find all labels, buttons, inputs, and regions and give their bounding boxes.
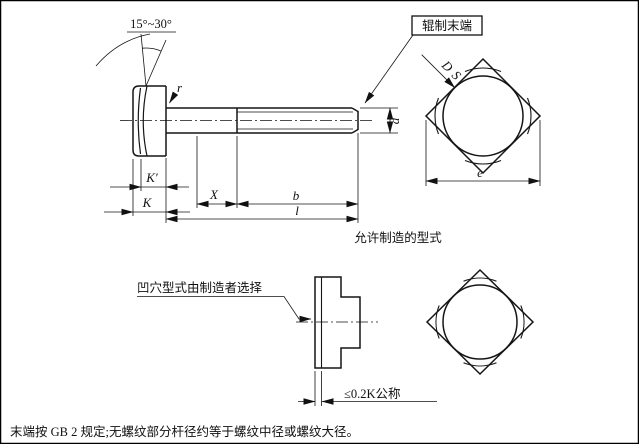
dim-label-l: l	[295, 203, 299, 218]
fillet-leader-line	[169, 91, 179, 104]
rolled-end-label: 辊制末端	[422, 19, 472, 33]
dim-label-x: X	[209, 187, 219, 202]
square-head-outline-top	[424, 57, 542, 175]
dim-label-b: b	[293, 188, 300, 203]
rolled-end-callout-box	[411, 15, 483, 36]
centerlines	[120, 120, 378, 323]
recess-leader-line	[137, 296, 312, 323]
fillet-radius-label: r	[177, 80, 183, 95]
dim-label-k: K	[142, 195, 153, 210]
dim-label-e: e	[477, 165, 483, 180]
recess-option-label: 凹穴型式由制造者选择	[137, 280, 263, 295]
square-end-view-top	[424, 57, 542, 175]
head-crown-curve-outer	[142, 85, 148, 157]
corner-chamfer-arcs-bottom	[435, 277, 525, 367]
allowed-form-caption: 允许制造的型式	[354, 230, 442, 245]
footer-note: 末端按 GB 2 规定;无螺纹部分杆径约等于螺纹中径或螺纹大径。	[10, 424, 359, 439]
dim-label-d: d	[387, 117, 402, 124]
ds-leader-line	[421, 54, 456, 89]
thread-minor-lines	[237, 111, 353, 130]
chamfer-circle-bottom	[442, 284, 518, 360]
chamfer-angle-construction	[95, 31, 176, 87]
bolt-side-view-outline	[132, 85, 359, 157]
thread-end-chamfer	[351, 107, 359, 134]
rolled-end-leader-line	[364, 34, 414, 104]
corner-chamfer-arcs-top	[434, 67, 532, 165]
square-end-view-bottom	[425, 268, 535, 376]
square-head-outline-bottom	[425, 268, 535, 376]
alt-head-side-view	[314, 276, 361, 369]
head-crown-curve-inner	[137, 87, 142, 155]
shank-outline	[166, 107, 352, 134]
chamfer-circle-top	[442, 75, 524, 157]
recess-depth-label: ≤0.2K公称	[344, 387, 401, 401]
dim-label-kprime: K′	[145, 170, 158, 185]
alt-head-outline	[314, 276, 361, 369]
extension-lines	[132, 107, 541, 406]
chamfer-angle-label: 15°~30°	[130, 17, 172, 31]
dimension-lines	[104, 107, 541, 405]
bolt-head-outline	[132, 85, 167, 157]
